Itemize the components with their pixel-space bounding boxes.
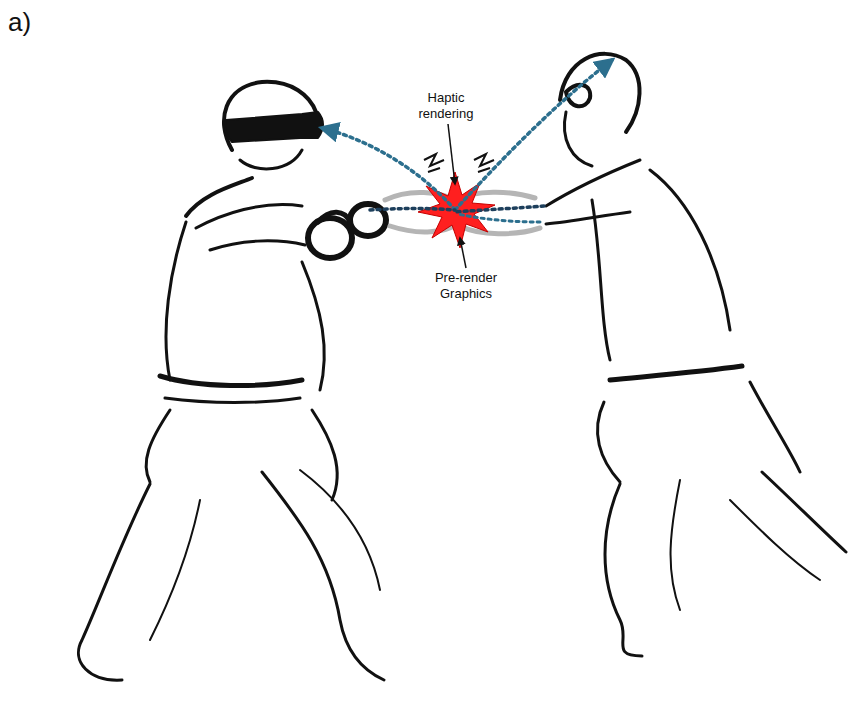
shorts-line <box>597 402 620 482</box>
shorts-line <box>146 410 170 482</box>
leader-arrow <box>460 238 466 268</box>
dotted-arrow <box>322 128 455 210</box>
leg-line <box>300 470 380 590</box>
vibration-zigzag <box>424 154 444 172</box>
panel-letter: a) <box>8 6 68 39</box>
leg-line <box>671 480 680 610</box>
leg-line <box>762 472 846 552</box>
torso-line <box>592 200 610 360</box>
shorts-line <box>750 382 800 472</box>
shorts-line <box>312 410 337 500</box>
leg-line <box>730 500 820 580</box>
callout-label: Pre-render Graphics <box>418 270 514 303</box>
signal-paths <box>322 60 612 222</box>
dotted-line <box>458 214 540 222</box>
left-boxer <box>78 82 386 680</box>
leg-line <box>262 472 384 680</box>
callout-label: Haptic rendering <box>404 90 488 123</box>
dotted-arrow <box>455 60 612 210</box>
waistband <box>160 376 302 386</box>
arm-line <box>546 212 630 224</box>
arm-line <box>196 205 302 228</box>
leg-line <box>605 484 642 656</box>
vibration-zigzag <box>474 154 494 172</box>
jaw-line <box>240 150 302 169</box>
vr-headset <box>225 112 323 142</box>
leg-line <box>78 484 150 680</box>
right-boxer <box>546 54 846 656</box>
swoosh-stroke <box>460 226 540 234</box>
torso-line <box>166 222 186 380</box>
arm-line <box>210 241 305 250</box>
leg-line <box>150 500 200 640</box>
haptic-symbol <box>424 154 494 172</box>
waistband <box>610 366 742 380</box>
dotted-line <box>455 206 544 212</box>
waistband <box>165 398 300 403</box>
dotted-line <box>370 209 455 211</box>
controller-ring <box>318 212 350 222</box>
face-line <box>564 112 592 166</box>
vr-controller <box>308 218 352 258</box>
torso-line <box>650 170 730 330</box>
leader-arrow <box>448 124 455 184</box>
torso-line <box>302 262 324 390</box>
